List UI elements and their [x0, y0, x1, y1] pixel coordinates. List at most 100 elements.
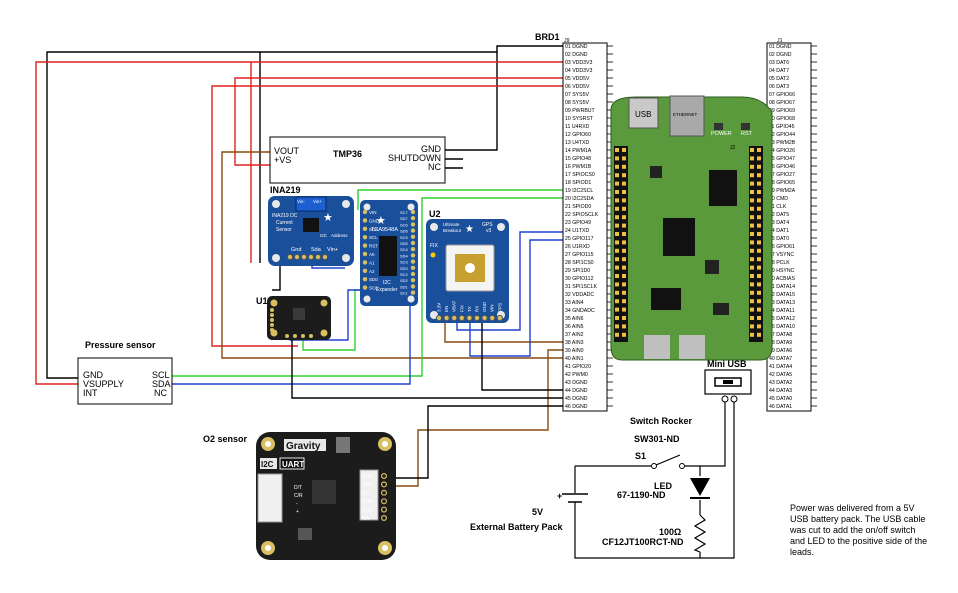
header-pin-label: 08 SYS5V: [565, 100, 589, 106]
header-pin-label: 34 GNDADC: [565, 308, 595, 314]
bb-header-pin: [757, 156, 761, 161]
o2-pin-label: SDA: [362, 499, 373, 505]
header-pin-label: 44 DATA3: [769, 388, 792, 394]
wire-tmp-vout: [221, 151, 563, 359]
gps-pin: [473, 314, 481, 322]
mux-chip: [379, 236, 397, 276]
tmp36-sensor: TMP36 VOUT +VS GND SHUTDOWN NC: [269, 136, 463, 184]
mux-pin-label: VIN: [369, 210, 377, 215]
bb-header-pin: [615, 248, 619, 253]
bb-header-pin: [757, 232, 761, 236]
header-pin-label: 19 PWM2A: [769, 188, 796, 194]
ina219-text-3: Sensor: [276, 227, 292, 233]
o2-pin-minus: -: [296, 501, 298, 507]
wire-5v-a: [234, 77, 563, 166]
header-pin-label: 35 DATA12: [769, 316, 795, 322]
mux-pin: [410, 259, 416, 264]
o2-pin: [381, 473, 388, 480]
header-pin-label: 35 AIN6: [565, 316, 584, 322]
switch-contact-a: [651, 463, 657, 469]
o2-hole-b-in: [382, 441, 388, 447]
o2-connector-right: [359, 469, 379, 521]
pressure-pin-gnd: GND: [83, 370, 104, 380]
header-pin-label: 02 DGND: [769, 52, 792, 58]
o2-pin-label: GND: [362, 482, 374, 488]
gps-pin-label: VIN: [490, 304, 495, 312]
header-pin-label: 10 GPIO68: [769, 116, 795, 122]
header-pin-label: 10 SYSRST: [565, 116, 594, 122]
bb-right-header: [749, 146, 763, 342]
mux-pin-label: SC5: [400, 235, 409, 240]
o2-pin: [381, 514, 388, 521]
bb-mini-usb: [679, 335, 705, 359]
pressure-pin-vsupply: VSUPPLY: [83, 379, 124, 389]
mux-pin: [362, 209, 368, 215]
header-pin-label: 32 VDDADC: [565, 292, 594, 298]
ina219-pin: [308, 254, 314, 260]
wire-3v3-bus: [35, 61, 563, 385]
ina219-module: INA219 Vin- Vin+ INA219 DC Current Senso…: [268, 185, 354, 266]
ethernet-label: ETHERNET: [673, 112, 698, 117]
mux-pin: [410, 265, 416, 270]
header-pin-label: 31 SPI1SCLK: [565, 284, 598, 290]
pressure-pin-nc: NC: [154, 388, 167, 398]
power-wire-left: [574, 402, 735, 559]
gps-led: [430, 252, 436, 258]
header-pin-label: 42 PWM0: [565, 372, 588, 378]
header-pin-label: 11 GPIO45: [769, 124, 795, 130]
tmp36-pin-vout: VOUT: [274, 146, 300, 156]
gps-pin-label: EN: [444, 306, 449, 312]
o2-uart-badge: [279, 457, 305, 470]
bb-chip-c: [650, 166, 662, 178]
header-pin-label: 30 GPIO112: [565, 276, 594, 282]
mux-pin: [362, 277, 368, 282]
bb-header-pin: [750, 206, 754, 211]
ina219-pin: [315, 254, 321, 260]
wires: [35, 45, 563, 487]
bb-header-pin: [757, 282, 761, 287]
header-pin-label: 26 U1RXD: [565, 244, 590, 250]
u1-pin: [285, 334, 289, 338]
bb-header-pin: [615, 190, 619, 194]
rst-label: RST: [741, 131, 753, 137]
header-pin-label: 17 SPIOCS0: [565, 172, 595, 178]
header-pin-label: 45 DGND: [565, 396, 588, 402]
bb-header-pin: [750, 265, 754, 270]
tmp36-pin-nc: NC: [428, 162, 441, 172]
o2-title: O2 sensor: [203, 434, 248, 444]
ina219-vin-minus: Vin-: [297, 199, 305, 204]
header-pin-label: 29 SPI1D0: [565, 268, 590, 274]
ina219-pin-sda: Sda: [311, 247, 322, 253]
bb-header-pin: [750, 240, 754, 245]
led-part: 67-1190-ND: [617, 490, 666, 500]
bb-header-pin: [615, 206, 619, 211]
u1-pin: [270, 318, 274, 322]
bb-header-pin: [757, 181, 761, 186]
header-pin-label: 01 DGND: [769, 44, 792, 50]
mux-pin-label: SD6: [400, 229, 409, 234]
bb-header-pin: [622, 265, 626, 270]
bb-header-pin: [615, 240, 619, 245]
mux-text-1: TCA9548A: [371, 227, 398, 233]
bb-chip-b: [651, 288, 681, 310]
wire-i2c-blue-b: [469, 239, 563, 357]
mux-pin: [410, 240, 416, 246]
bb-header-pin: [622, 316, 626, 320]
header-pin-label: 25 GPIO117: [565, 236, 594, 242]
bb-header-pin: [622, 299, 626, 304]
bb-header-pin: [757, 316, 761, 320]
header-pin-label: 19 I2C2SCL: [565, 188, 593, 194]
bb-header-pin: [750, 232, 754, 236]
gps-text-3: GPS: [482, 222, 493, 228]
switch-part: SW301-ND: [634, 434, 680, 444]
header-pin-label: 39 DATA6: [769, 348, 792, 354]
tmp36-pin-vs: +VS: [274, 155, 291, 165]
bb-header-pin: [757, 148, 761, 152]
bb-header-pin: [615, 232, 619, 236]
header-pin-label: 01 DGND: [565, 44, 588, 50]
mux-pin: [410, 278, 416, 283]
bb-header-pin: [757, 332, 761, 337]
